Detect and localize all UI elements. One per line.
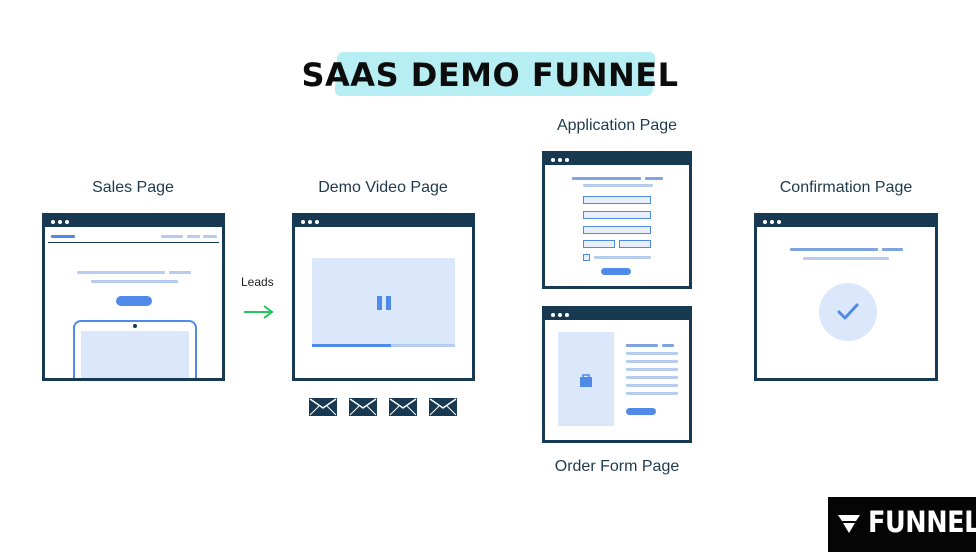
confirmation-page-label: Confirmation Page <box>779 179 913 196</box>
confirmation-circle <box>819 283 877 341</box>
application-submit-button <box>601 268 631 275</box>
form-checkbox <box>583 254 590 261</box>
checkmark-icon <box>837 303 859 320</box>
window-titlebar <box>545 154 689 165</box>
envelope-icon <box>309 398 337 416</box>
order-form-page-label: Order Form Page <box>554 458 680 475</box>
envelope-icon <box>349 398 377 416</box>
window-titlebar <box>545 309 689 320</box>
form-field <box>583 240 615 248</box>
demo-video-page-window <box>292 213 475 381</box>
form-field <box>583 196 651 204</box>
video-player <box>312 258 455 347</box>
envelope-icon <box>389 398 417 416</box>
leads-label: Leads <box>241 275 274 289</box>
window-titlebar <box>757 216 935 227</box>
title-block: SAAS DEMO FUNNEL <box>300 44 680 100</box>
sales-cta-button <box>116 296 152 306</box>
envelope-icon <box>429 398 457 416</box>
order-form-page-window <box>542 306 692 443</box>
video-progress-bar <box>312 344 455 347</box>
demo-video-page-label: Demo Video Page <box>318 179 448 196</box>
page-title: SAAS DEMO FUNNEL <box>301 56 679 94</box>
sales-page-window <box>42 213 225 381</box>
window-titlebar <box>295 216 472 227</box>
form-field <box>619 240 651 248</box>
arrow-right-icon <box>244 305 274 319</box>
application-page-label: Application Page <box>556 117 678 134</box>
sales-nav-bar <box>48 231 219 243</box>
form-field <box>583 226 651 234</box>
pause-icon <box>377 296 391 310</box>
shopping-bag-icon <box>580 374 592 387</box>
order-submit-button <box>626 408 656 415</box>
laptop-illustration <box>73 320 197 378</box>
application-page-window <box>542 151 692 289</box>
sales-page-label: Sales Page <box>92 179 174 196</box>
funnels-logo-icon <box>838 515 860 533</box>
window-titlebar <box>45 216 222 227</box>
confirmation-page-window <box>754 213 938 381</box>
form-field <box>583 211 651 219</box>
